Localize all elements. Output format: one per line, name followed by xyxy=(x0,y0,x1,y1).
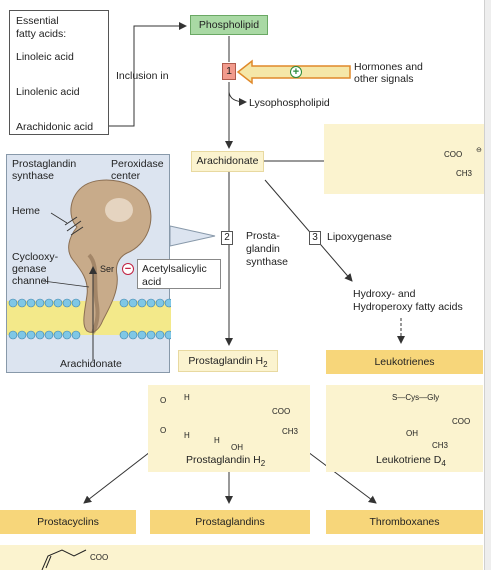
peroxidase-site xyxy=(105,198,133,222)
step3-badge: 3 xyxy=(309,231,321,245)
arachidonic-acid: Arachidonic acid xyxy=(16,121,94,133)
channel-label-line3: channel xyxy=(12,275,49,287)
prostaglandins-label: Prostaglandins xyxy=(195,516,265,528)
signals-line2: other signals xyxy=(354,73,414,85)
ser-label: Ser xyxy=(100,264,115,274)
step1-badge: 1 xyxy=(222,63,236,80)
signals-line1: Hormones and xyxy=(354,61,423,73)
pgh2-coo: COO xyxy=(272,407,291,416)
pgh2-structure-box: O O H H H OH COO CH3 Prostaglandin H2 xyxy=(148,385,310,472)
pgh2-label: Prostaglandin H xyxy=(188,355,264,367)
pgh2-ch3: CH3 xyxy=(282,427,299,436)
inhibition-minus-icon: − xyxy=(122,263,134,275)
inhibitor-label-line2: acid xyxy=(142,276,162,288)
thromboxanes-box: Thromboxanes xyxy=(326,510,483,534)
pgh2-box: Prostaglandin H2 xyxy=(178,350,278,372)
step2-label-line1: Prosta- xyxy=(246,230,280,242)
pgh2-h3: H xyxy=(214,436,220,445)
peroxidase-label-line2: center xyxy=(111,170,141,182)
peroxidase-label-line1: Peroxidase xyxy=(111,158,164,170)
arachidonate-box: Arachidonate xyxy=(191,151,264,172)
synthase-label-line1: Prostaglandin xyxy=(12,158,77,170)
enzyme-illustration xyxy=(7,179,171,361)
enzyme-callout-pointer xyxy=(169,225,216,247)
pgh2-h2: H xyxy=(184,431,190,440)
pgh2-oh: OH xyxy=(231,443,243,452)
ltd4-side-chain: S—Cys—Gly xyxy=(392,393,440,402)
step2-label-line3: synthase xyxy=(246,256,289,268)
pgh2-o1: O xyxy=(160,396,167,405)
ltd4-ch3: CH3 xyxy=(432,441,449,450)
thromboxanes-label: Thromboxanes xyxy=(369,516,440,528)
essential-fatty-acids-box: Essential fatty acids: Linoleic acid Lin… xyxy=(9,10,109,135)
arrow-inclusion xyxy=(108,22,187,127)
pgh2-subscript: 2 xyxy=(263,360,268,370)
channel-label-line2: genase xyxy=(12,263,47,275)
heme-label: Heme xyxy=(12,205,41,217)
synthase-label-line2: synthase xyxy=(12,170,55,182)
arachidonate-ch3: CH3 xyxy=(456,169,473,178)
enzyme-body xyxy=(68,179,152,333)
inhibitor-box: Acetylsalicylic acid xyxy=(137,259,221,289)
pgh2-h1: H xyxy=(184,393,190,402)
arachidonate-coo: COO xyxy=(444,150,463,159)
activation-plus-icon: + xyxy=(290,66,302,78)
arrow-to-prostacyclins xyxy=(83,451,151,504)
ltd4-coo: COO xyxy=(452,417,471,426)
arachidonate-charge: ⊖ xyxy=(476,147,482,154)
hydroxy-label-line1: Hydroxy- and xyxy=(353,288,416,300)
inclusion-label: Inclusion in xyxy=(116,70,169,82)
linolenic-acid: Linolenic acid xyxy=(16,86,80,98)
phospholipid-label: Phospholipid xyxy=(198,19,260,31)
efa-title-line1: Essential xyxy=(16,15,59,27)
panel-arachidonate-label: Arachidonate xyxy=(60,358,122,370)
pgh2-structure-name: Prostaglandin H2 xyxy=(186,454,266,469)
ltd4-oh: OH xyxy=(406,429,418,438)
step1-number: 1 xyxy=(226,65,232,77)
arrow-lysophospholipid xyxy=(228,91,247,106)
prostaglandins-box: Prostaglandins xyxy=(150,510,310,534)
linoleic-acid: Linoleic acid xyxy=(16,51,74,63)
arachidonate-label: Arachidonate xyxy=(196,155,259,167)
step2-label-line2: glandin xyxy=(246,243,280,255)
step3-label: Lipoxygenase xyxy=(327,231,392,243)
prostacyclins-box: Prostacyclins xyxy=(0,510,136,534)
ltd4-structure-box: S—Cys—Gly OH COO CH3 Leukotriene D4 xyxy=(326,385,483,472)
leukotrienes-label: Leukotrienes xyxy=(374,356,435,368)
bottom-structure xyxy=(41,549,87,570)
pgh2-o2: O xyxy=(160,426,167,435)
arrow-lipoxygenase xyxy=(264,179,353,282)
channel-label-line1: Cyclooxy- xyxy=(12,251,59,263)
efa-title-line2: fatty acids: xyxy=(16,28,67,40)
prostacyclins-label: Prostacyclins xyxy=(37,516,99,528)
lysophospholipid-label: Lysophospholipid xyxy=(249,97,330,109)
membrane-head-groups xyxy=(8,298,171,340)
ltd4-structure-name: Leukotriene D4 xyxy=(376,454,446,469)
enzyme-panel: Prostaglandin synthase Peroxidase center… xyxy=(6,154,221,373)
step2-badge: 2 xyxy=(221,231,233,245)
leukotrienes-box: Leukotrienes xyxy=(326,350,483,374)
arachidonate-formula-box: COO ⊖ CH3 xyxy=(324,124,484,194)
hydroxy-label-line2: Hydroperoxy fatty acids xyxy=(353,301,463,313)
inhibitor-label-line1: Acetylsalicylic xyxy=(142,263,207,275)
scrollbar-track[interactable] xyxy=(484,0,491,570)
phospholipid-box: Phospholipid xyxy=(190,15,268,35)
arrow-to-thromboxanes xyxy=(307,451,377,504)
heme-group xyxy=(64,216,84,236)
